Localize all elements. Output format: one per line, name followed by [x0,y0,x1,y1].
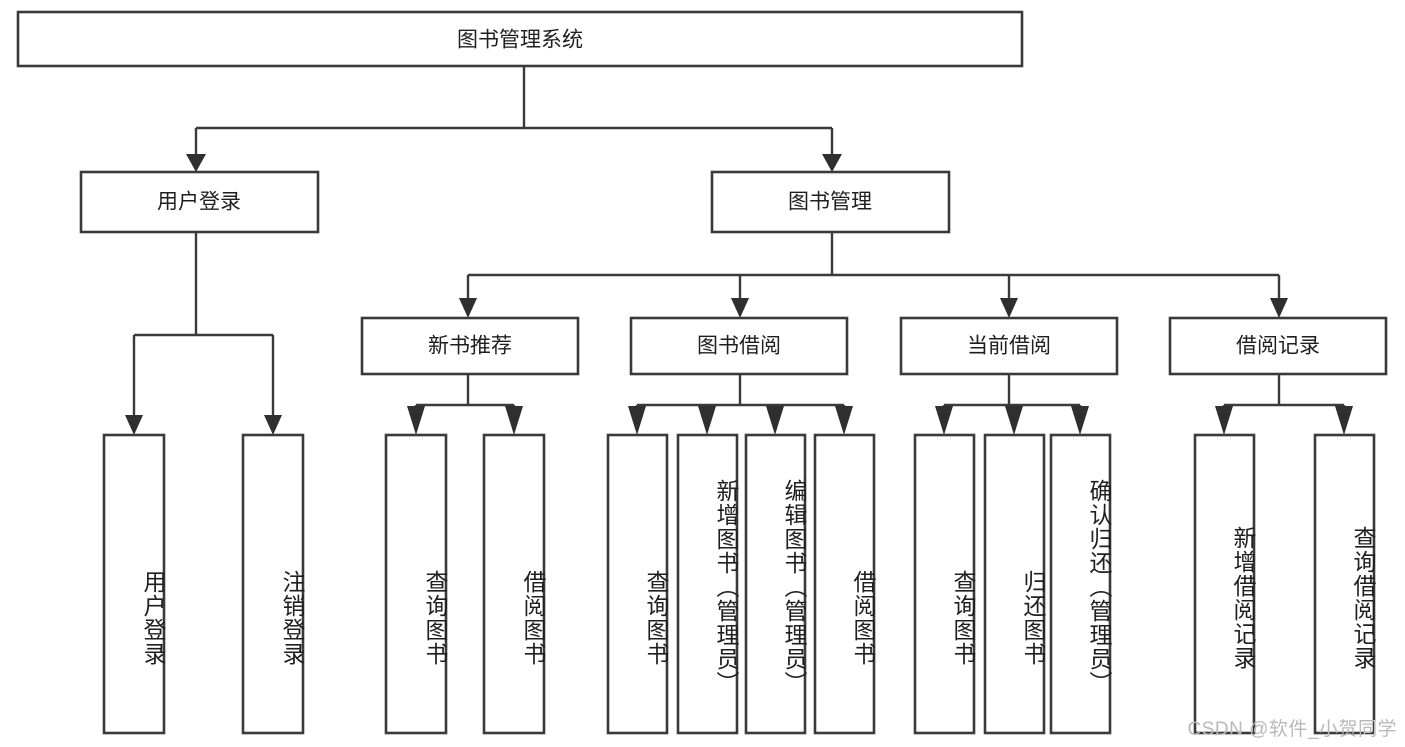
arrowhead-current-borrow-leaf-1 [935,406,953,435]
node-root-box[interactable] [16,10,1024,68]
leaf-box-new-book-2[interactable] [482,433,546,735]
arrowhead-book-borrow-leaf-1 [628,406,646,435]
node-user-login-label: 用户登录 [157,191,241,214]
arrowhead-new-book [459,298,477,318]
arrowhead-borrow-record-leaf-1 [1215,406,1233,435]
connectors-layer [125,66,1353,435]
leaf-box-current-borrow-3[interactable] [1049,433,1112,735]
node-new-book-recommend-box[interactable] [360,316,580,376]
leaf-box-user-login-1[interactable] [102,433,166,735]
node-current-borrow-label: 当前借阅 [967,335,1051,358]
watermark: CSDN @软件_小贺同学 [1187,719,1397,740]
arrowhead-borrow-record [1270,298,1288,318]
arrowhead-current-borrow [1000,298,1018,318]
node-current-borrow-box[interactable] [899,316,1119,376]
arrowhead-current-borrow-leaf-3 [1071,406,1089,435]
leaf-box-book-borrow-2[interactable] [676,433,739,735]
node-book-borrow[interactable]: 图书借阅 [629,316,849,376]
node-book-manage-label: 图书管理 [788,191,872,214]
leaf-box-new-book-1[interactable] [384,433,448,735]
nodes-layer: 图书管理系统 用户登录 图书管理 新书推荐 图书借阅 当前 [16,10,1388,735]
arrowhead-book-borrow [731,298,749,318]
node-borrow-record-box[interactable] [1168,316,1388,376]
node-new-book-recommend-label: 新书推荐 [428,335,512,358]
arrowhead-current-borrow-leaf-2 [1005,406,1023,435]
node-current-borrow[interactable]: 当前借阅 [899,316,1119,376]
leaf-box-book-borrow-3[interactable] [744,433,807,735]
leaf-box-user-login-2[interactable] [241,433,305,735]
arrowhead-leaf-user-login-2 [264,415,282,435]
leaf-box-book-borrow-1[interactable] [606,433,669,735]
node-borrow-record-label: 借阅记录 [1236,335,1320,358]
arrowhead-book-borrow-leaf-3 [766,406,784,435]
arrowhead-leaf-user-login-1 [125,415,143,435]
arrowhead-new-book-leaf-2 [505,406,523,435]
node-book-borrow-label: 图书借阅 [697,335,781,358]
arrowhead-book-borrow-leaf-2 [698,406,716,435]
leaf-box-current-borrow-1[interactable] [913,433,976,735]
node-new-book-recommend[interactable]: 新书推荐 [360,316,580,376]
arrowhead-borrow-record-leaf-2 [1335,406,1353,435]
leaf-box-current-borrow-2[interactable] [983,433,1046,735]
arrowhead-new-book-leaf-1 [407,406,425,435]
node-user-login[interactable]: 用户登录 [79,170,320,234]
node-user-login-box[interactable] [79,170,320,234]
node-borrow-record[interactable]: 借阅记录 [1168,316,1388,376]
node-book-manage-box[interactable] [710,170,951,234]
node-book-manage[interactable]: 图书管理 [710,170,951,234]
node-book-borrow-box[interactable] [629,316,849,376]
leaf-box-borrow-record-2[interactable] [1313,433,1376,735]
node-root[interactable]: 图书管理系统 [16,10,1024,68]
leaf-box-borrow-record-1[interactable] [1193,433,1256,735]
leaf-box-book-borrow-4[interactable] [813,433,876,735]
arrowhead-book-borrow-leaf-4 [835,406,853,435]
node-root-label: 图书管理系统 [457,29,583,52]
arrowhead-user-login [186,154,206,172]
arrowhead-book-manage [822,154,842,172]
